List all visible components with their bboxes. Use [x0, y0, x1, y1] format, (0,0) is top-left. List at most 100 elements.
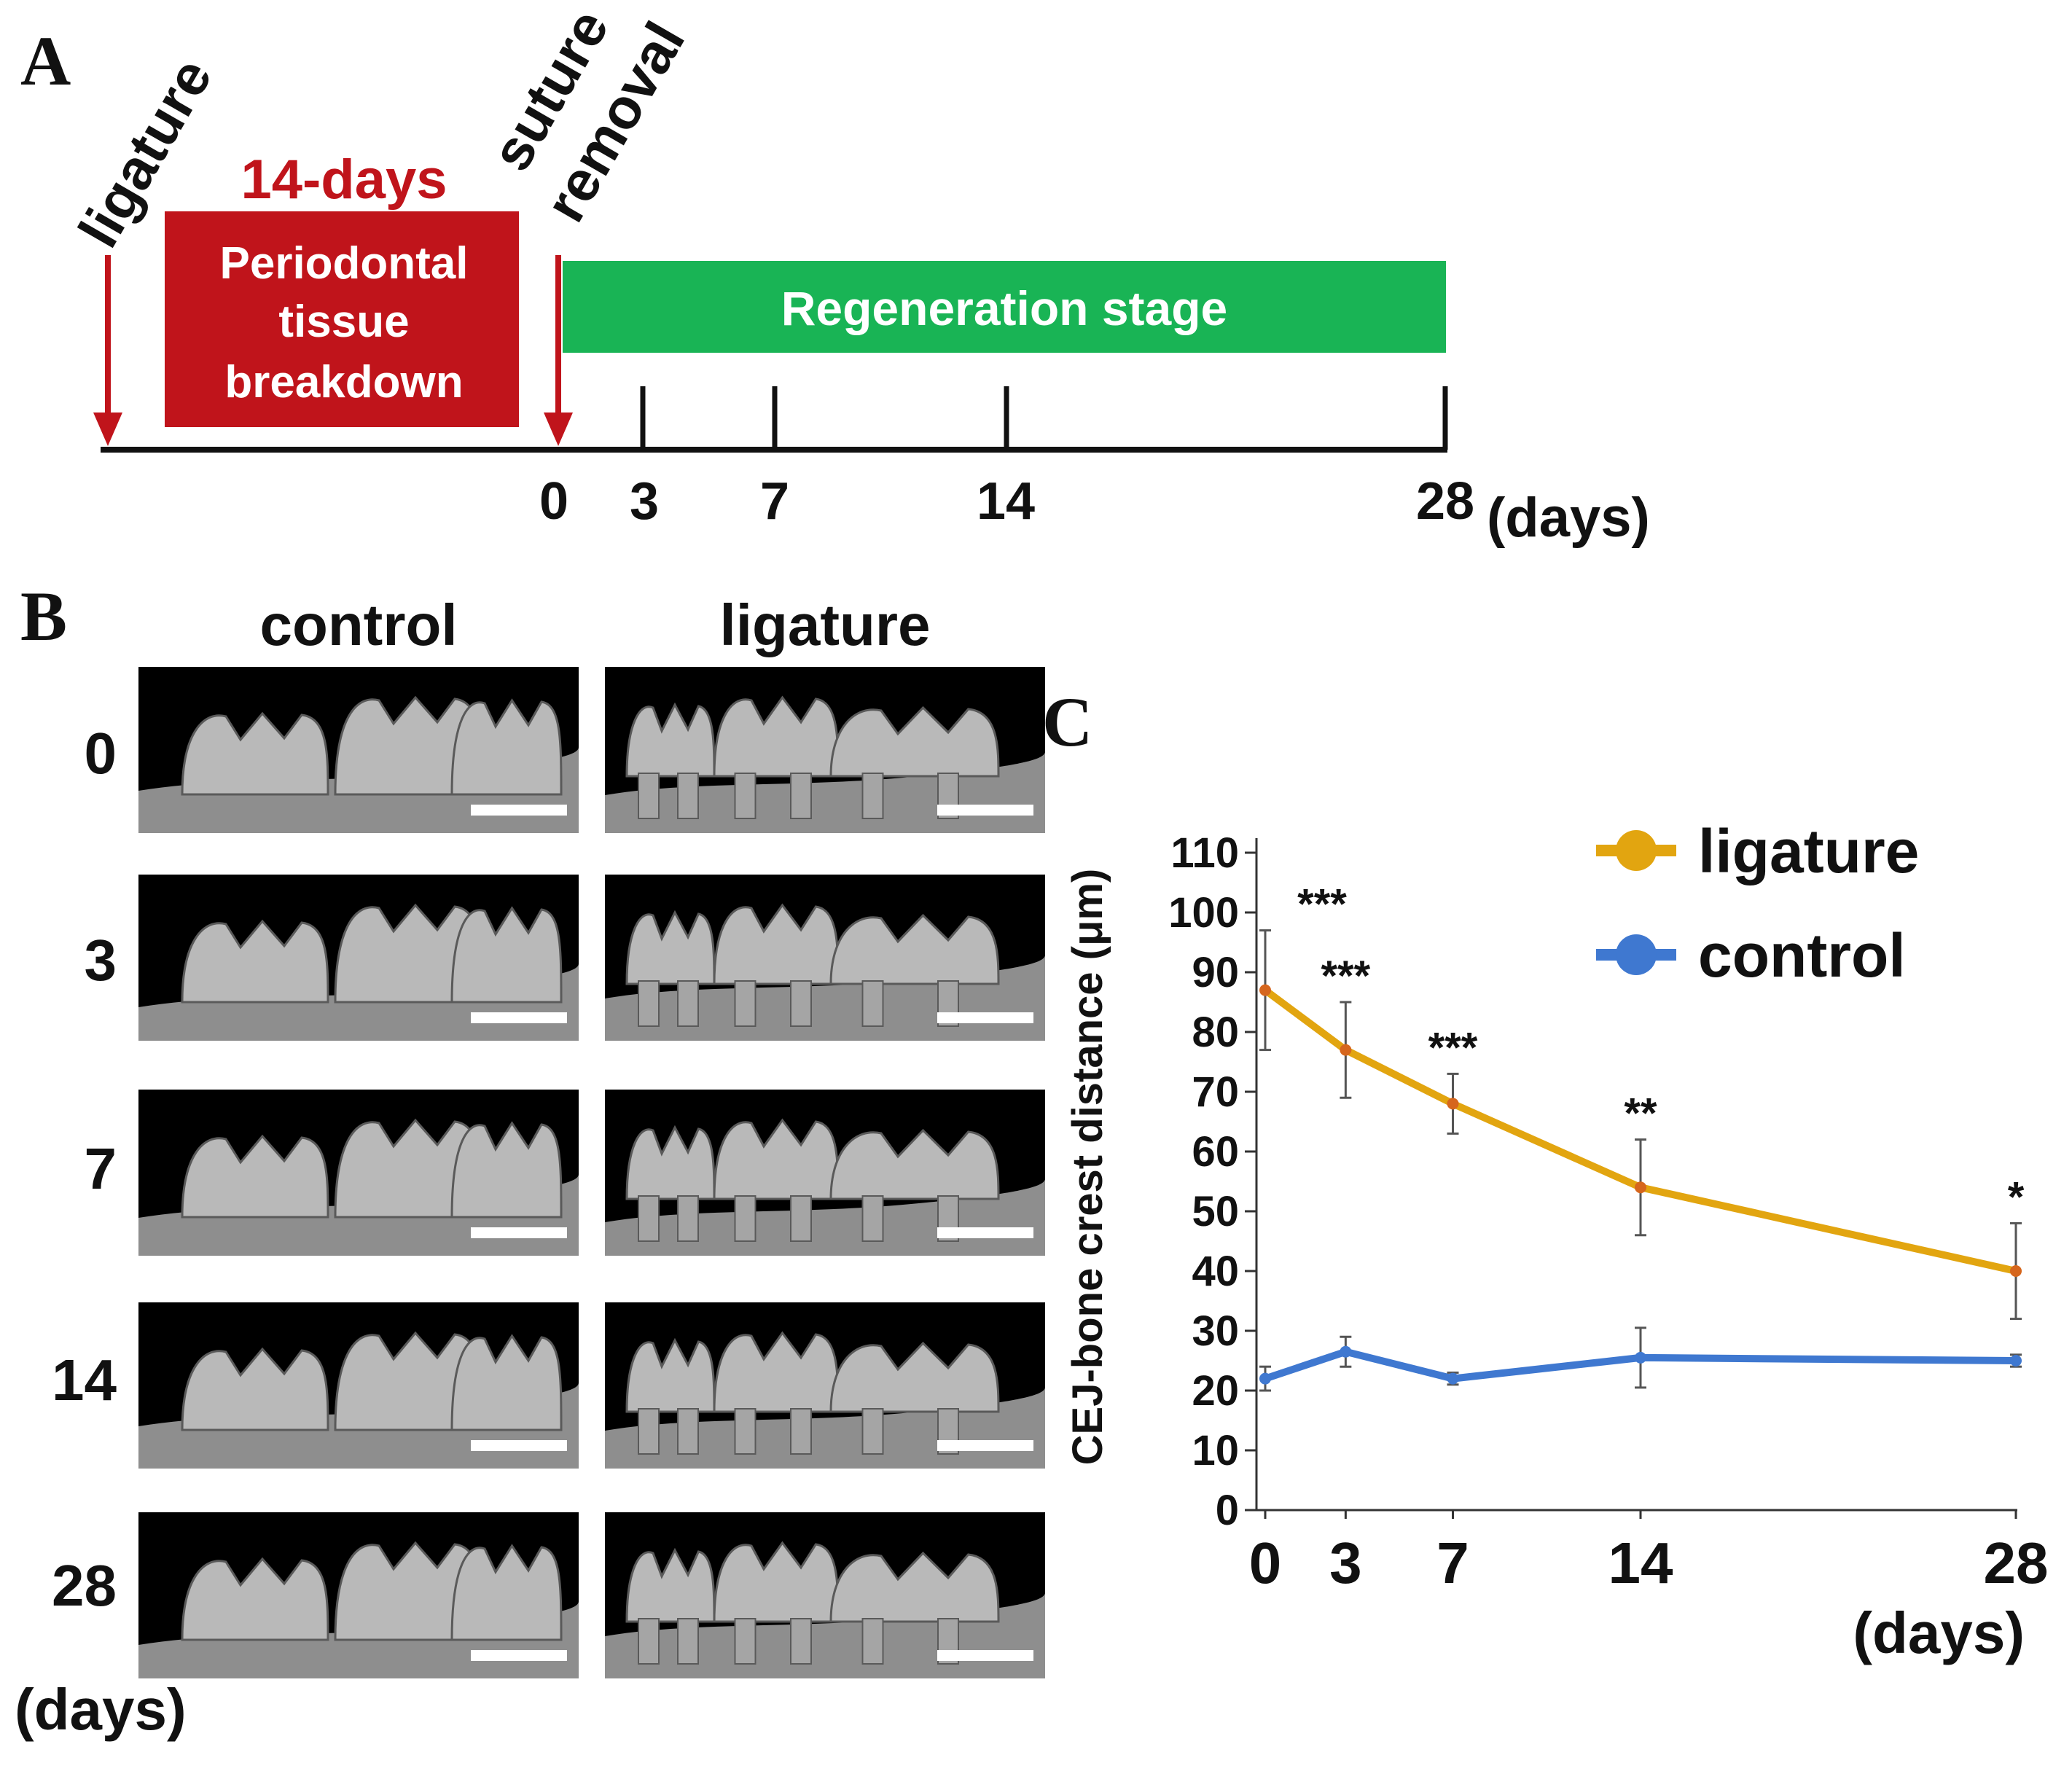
molar-crown [450, 1544, 563, 1641]
molar-root [677, 773, 699, 819]
molar-rendering [138, 1541, 579, 1678]
molar-rendering [605, 1331, 1045, 1469]
y-axis-label: CEJ-bone crest distance (μm) [1064, 869, 1111, 1466]
molar-root [790, 773, 812, 819]
jawbone-shape [605, 751, 1045, 833]
molar-root [790, 1195, 812, 1242]
row-label-7: 7 [84, 1136, 117, 1201]
molar-root [861, 980, 884, 1027]
regeneration-label: Regeneration stage [781, 281, 1228, 335]
microct-control-day-0 [138, 667, 579, 833]
molar-crown [181, 1347, 329, 1431]
x-tick-label: 14 [1608, 1530, 1673, 1595]
scale-bar [937, 1650, 1033, 1661]
molar-crown [829, 705, 1000, 778]
molar-root [677, 1195, 699, 1242]
tick-label-0: 0 [539, 472, 568, 531]
molar-root [861, 773, 884, 819]
data-point-ligature [1447, 1098, 1459, 1110]
scale-bar [471, 1227, 567, 1238]
row-label-0: 0 [84, 721, 117, 786]
microct-ligature-day-3 [605, 875, 1045, 1041]
data-point-ligature [2010, 1265, 2022, 1277]
microct-ligature-day-14 [605, 1302, 1045, 1469]
data-point-control [1447, 1372, 1459, 1385]
jawbone-shape [605, 1592, 1045, 1678]
molar-rendering [605, 1541, 1045, 1678]
molar-root [677, 980, 699, 1027]
panel-c-letter: C [1042, 683, 1093, 761]
molar-root [790, 1618, 812, 1665]
scale-bar [471, 1650, 567, 1661]
molar-crown [450, 1334, 563, 1431]
data-point-ligature [1340, 1044, 1352, 1056]
molar-rendering [605, 1118, 1045, 1256]
y-tick-label: 80 [1192, 1009, 1239, 1056]
y-tick-label: 40 [1192, 1248, 1239, 1295]
molar-root [734, 1408, 757, 1455]
microct-ligature-day-28 [605, 1512, 1045, 1678]
tick-label-7: 7 [760, 472, 789, 531]
molar-crown [450, 906, 563, 1004]
column-label-ligature: ligature [719, 593, 931, 657]
molar-root [638, 980, 660, 1027]
molar-rendering [138, 1331, 579, 1469]
data-point-control [2010, 1355, 2022, 1367]
panel-b-letter: B [20, 577, 68, 655]
y-tick-label: 30 [1192, 1307, 1239, 1355]
scale-bar [471, 1440, 567, 1451]
molar-root [677, 1618, 699, 1665]
scale-bar [937, 1227, 1033, 1238]
regeneration-bar [563, 261, 1446, 353]
scale-bar [937, 805, 1033, 816]
legend-swatch-marker [1616, 830, 1657, 871]
panel-a-letter: A [20, 22, 71, 100]
legend-label-control: control [1698, 921, 1906, 990]
microct-control-day-3 [138, 875, 579, 1041]
molar-crown [181, 919, 329, 1004]
timeline-unit: (days) [1487, 487, 1650, 549]
molar-rendering [605, 903, 1045, 1041]
microct-control-day-14 [138, 1302, 579, 1469]
molar-rendering [605, 695, 1045, 833]
tick-label-3: 3 [630, 472, 659, 531]
jawbone-shape [605, 955, 1045, 1041]
microct-ligature-day-0 [605, 667, 1045, 833]
significance-marker: *** [1297, 881, 1347, 928]
microct-ligature-day-7 [605, 1090, 1045, 1256]
microct-control-day-7 [138, 1090, 579, 1256]
molar-rendering [138, 903, 579, 1041]
breakdown-box [165, 211, 519, 427]
molar-root [790, 1408, 812, 1455]
molar-rendering [138, 695, 579, 833]
molar-crown [450, 698, 563, 796]
molar-root [861, 1408, 884, 1455]
molar-crown [829, 913, 1000, 985]
breakdown-line-1: Periodontal [219, 238, 468, 289]
molar-root [638, 1408, 660, 1455]
y-tick-label: 60 [1192, 1128, 1239, 1176]
timeline-diagram: ligature 14-days Periodontal tissue brea… [66, 0, 1650, 549]
breakdown-line-3: breakdown [224, 357, 463, 407]
molar-crown [181, 1557, 329, 1641]
molar-crown [625, 1337, 716, 1413]
molar-crown [625, 1547, 716, 1623]
scale-bar [471, 805, 567, 816]
x-tick-label: 7 [1436, 1530, 1469, 1595]
molar-crown [181, 1134, 329, 1219]
x-axis-label: (days) [1853, 1600, 2025, 1665]
molar-root [638, 1618, 660, 1665]
molar-crown [625, 1125, 716, 1200]
legend-swatch-marker [1616, 934, 1657, 975]
data-point-ligature [1259, 984, 1271, 996]
x-tick-label: 28 [1984, 1530, 2049, 1595]
suture-arrow-head [544, 413, 573, 446]
molar-crown [829, 1551, 1000, 1623]
molar-crown [829, 1128, 1000, 1200]
molar-root [734, 773, 757, 819]
molar-rendering [138, 1118, 579, 1256]
data-point-control [1340, 1345, 1352, 1358]
molar-root [861, 1618, 884, 1665]
tick-label-28: 28 [1416, 472, 1474, 531]
